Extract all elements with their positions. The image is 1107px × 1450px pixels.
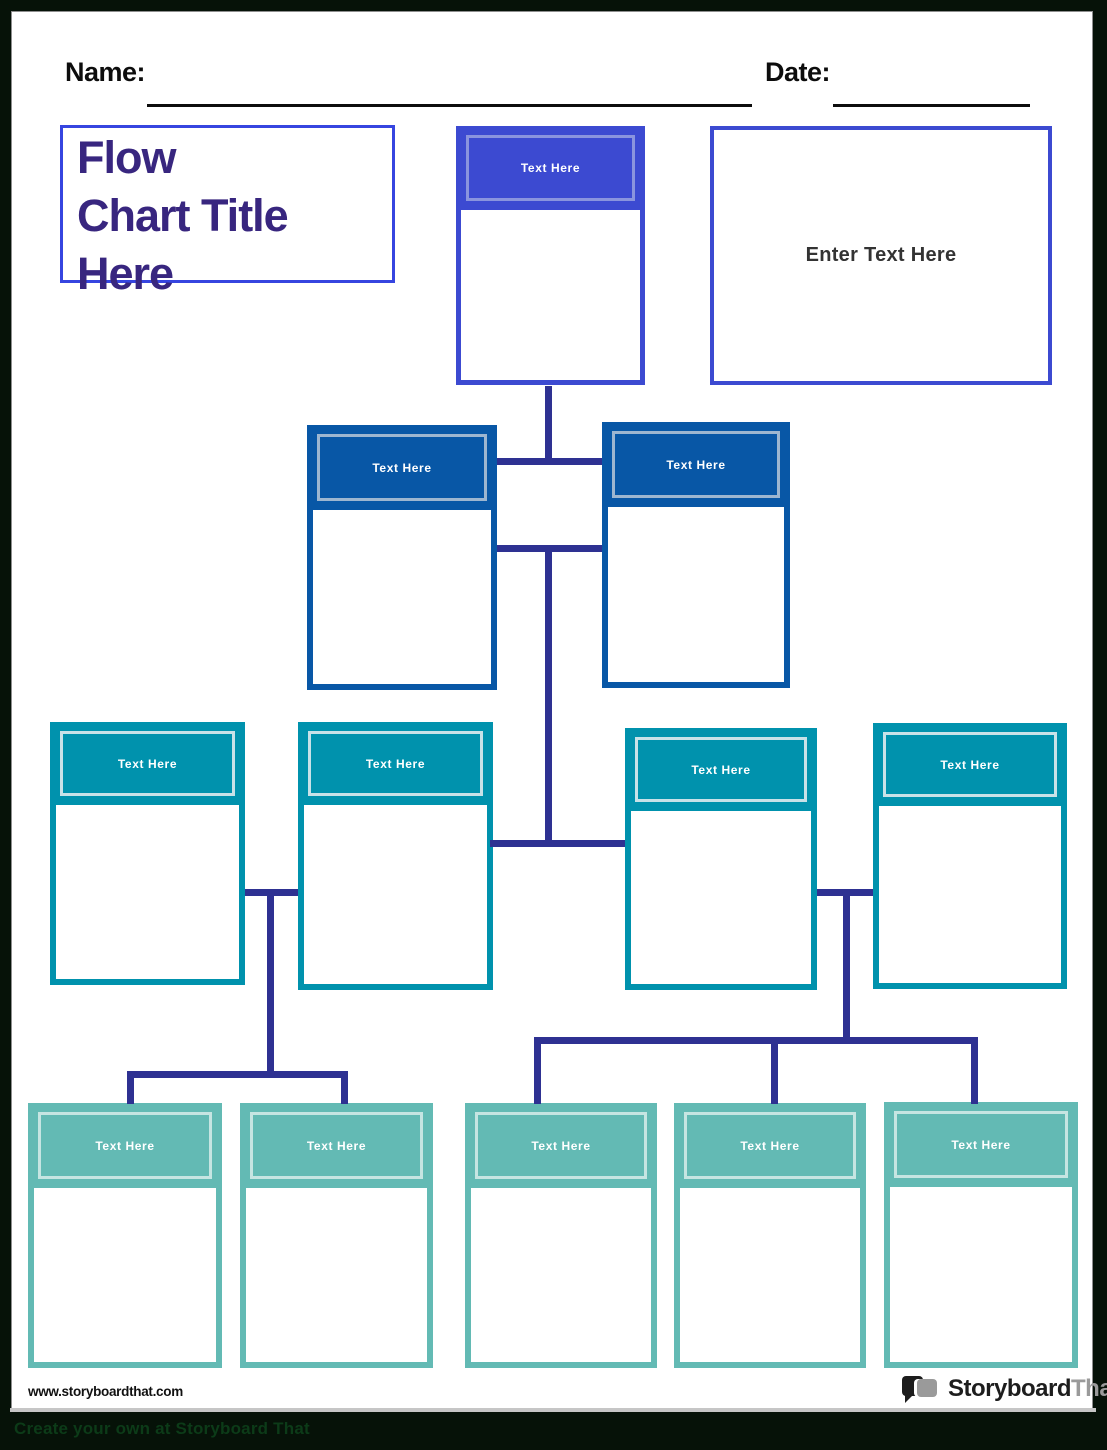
flow-node-l3-1-label: Text Here [117, 756, 178, 771]
flow-node-l4-2-body[interactable] [246, 1188, 427, 1362]
flow-node-l3-4-label: Text Here [940, 757, 1000, 772]
flow-node-l2-1-header[interactable]: Text Here [307, 425, 497, 510]
header-inner-stroke [612, 431, 780, 498]
flow-node-l3-1-body[interactable] [56, 805, 239, 979]
header-inner-stroke [475, 1112, 647, 1179]
connector-l2-upper [497, 458, 602, 465]
flow-node-l4-4[interactable]: Text Here [674, 1103, 866, 1368]
flow-node-l2-1[interactable]: Text Here [307, 425, 497, 690]
worksheet-page: Name: Date: Flow Chart Title Here Text H… [11, 11, 1107, 1409]
chart-title: Flow Chart Title Here [63, 128, 392, 303]
chart-title-line-1: Flow [77, 132, 176, 183]
connector-center-down [545, 545, 552, 847]
header-inner-stroke [38, 1112, 212, 1179]
flow-node-root-header[interactable]: Text Here [456, 126, 645, 210]
flow-node-l4-1-label: Text Here [95, 1138, 155, 1153]
flow-node-l4-5[interactable]: Text Here [884, 1102, 1078, 1368]
header-inner-stroke [60, 731, 235, 796]
flow-node-l3-4-body[interactable] [879, 806, 1061, 983]
flow-node-l3-3-body[interactable] [631, 811, 811, 984]
flow-node-l4-1[interactable]: Text Here [28, 1103, 222, 1368]
chart-title-line-2: Chart Title [77, 190, 289, 241]
header-inner-stroke [466, 135, 635, 201]
bottom-banner-text: Create your own at Storyboard That [14, 1419, 310, 1438]
flow-node-root[interactable]: Text Here [456, 126, 645, 385]
watermark-url: www.storyboardthat.com [28, 1384, 183, 1399]
connector-left-branch-down [267, 889, 274, 1078]
chart-title-box[interactable]: Flow Chart Title Here [60, 125, 395, 299]
header-inner-stroke [317, 434, 487, 501]
header-inner-stroke [308, 731, 483, 796]
flow-node-l3-4-header[interactable]: Text Here [873, 723, 1067, 806]
date-label: Date: [765, 57, 831, 87]
flow-node-l4-3-label: Text Here [531, 1138, 591, 1153]
flow-node-l2-2-label: Text Here [666, 457, 726, 472]
flow-node-root-body[interactable] [461, 210, 640, 380]
flow-node-l4-3[interactable]: Text Here [465, 1103, 657, 1368]
flow-node-l2-2[interactable]: Text Here [602, 422, 790, 688]
flow-node-l4-2-label: Text Here [306, 1138, 367, 1153]
flow-node-l4-3-header[interactable]: Text Here [465, 1103, 657, 1188]
chart-title-line-3: Here [77, 248, 174, 299]
flow-node-l3-2-header[interactable]: Text Here [298, 722, 493, 805]
connector-drop-l4-3 [534, 1037, 541, 1104]
flow-node-l3-2[interactable]: Text Here [298, 722, 493, 990]
flow-node-l3-2-body[interactable] [304, 805, 487, 984]
flow-node-l4-5-header[interactable]: Text Here [884, 1102, 1078, 1187]
flow-node-l3-3-header[interactable]: Text Here [625, 728, 817, 811]
flow-node-l2-2-header[interactable]: Text Here [602, 422, 790, 507]
flow-node-l3-1[interactable]: Text Here [50, 722, 245, 985]
connector-right-branch-down [843, 889, 850, 1044]
connector-left-fanout [127, 1071, 345, 1078]
flow-node-root-label: Text Here [520, 161, 581, 175]
flow-node-l4-3-body[interactable] [471, 1188, 651, 1362]
speech-bubbles-icon [902, 1374, 940, 1404]
text-note-label: Enter Text Here [805, 244, 957, 266]
connector-right-fanout [534, 1037, 978, 1044]
connector-drop-l4-1 [127, 1071, 134, 1104]
connector-drop-l4-4 [771, 1037, 778, 1104]
flow-node-l3-1-header[interactable]: Text Here [50, 722, 245, 805]
flow-node-l4-2-header[interactable]: Text Here [240, 1103, 433, 1188]
flow-node-l2-1-label: Text Here [372, 460, 432, 475]
flow-node-l2-1-body[interactable] [313, 510, 491, 684]
header-inner-stroke [894, 1111, 1068, 1178]
header-inner-stroke [883, 732, 1057, 797]
text-note-box[interactable]: Enter Text Here [710, 126, 1052, 385]
connector-drop-l4-2 [341, 1071, 348, 1104]
flow-node-l4-1-body[interactable] [34, 1188, 216, 1362]
logo-wordmark-secondary: That [1071, 1375, 1107, 1402]
connector-root-down [545, 386, 552, 463]
flow-node-l3-4[interactable]: Text Here [873, 723, 1067, 989]
header-inner-stroke [684, 1112, 856, 1179]
page-bottom-shadow [10, 1408, 1096, 1412]
header-inner-stroke [635, 737, 807, 802]
flow-node-l4-2[interactable]: Text Here [240, 1103, 433, 1368]
flow-node-l2-2-body[interactable] [608, 507, 784, 682]
connector-l3-center [490, 840, 625, 847]
flow-node-l4-4-header[interactable]: Text Here [674, 1103, 866, 1188]
name-label: Name: [65, 57, 146, 87]
header-inner-stroke [250, 1112, 423, 1179]
date-input-line[interactable] [833, 104, 1030, 107]
flow-node-l3-3[interactable]: Text Here [625, 728, 817, 990]
flow-node-l3-2-label: Text Here [365, 756, 426, 771]
connector-drop-l4-5 [971, 1037, 978, 1104]
flow-node-l4-4-body[interactable] [680, 1188, 860, 1362]
flow-node-l4-1-header[interactable]: Text Here [28, 1103, 222, 1188]
flow-node-l4-4-label: Text Here [740, 1138, 800, 1153]
flow-node-l4-5-body[interactable] [890, 1187, 1072, 1362]
logo-wordmark-primary: Storyboard [948, 1375, 1072, 1402]
flow-node-l4-5-label: Text Here [951, 1137, 1011, 1152]
name-input-line[interactable] [147, 104, 752, 107]
flow-node-l3-3-label: Text Here [691, 762, 751, 777]
